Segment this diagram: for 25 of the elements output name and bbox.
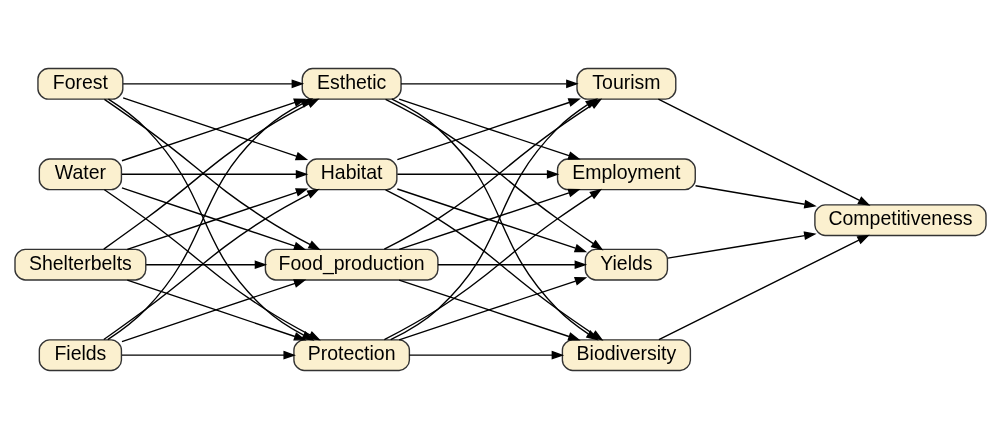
arrow bbox=[667, 231, 817, 259]
arrow bbox=[657, 98, 871, 206]
node-box: Competitiveness bbox=[814, 204, 987, 237]
arrow bbox=[121, 169, 309, 179]
arrow bbox=[121, 350, 296, 360]
node-box: Habitat bbox=[305, 158, 398, 191]
arrow bbox=[145, 260, 268, 270]
node-box: Employment bbox=[556, 158, 696, 191]
node-box: Food_production bbox=[264, 248, 439, 281]
node-box: Protection bbox=[293, 339, 411, 372]
node-box: Biodiversity bbox=[561, 339, 692, 372]
arrow bbox=[658, 234, 870, 341]
arrow bbox=[400, 79, 579, 89]
arrow bbox=[694, 185, 817, 209]
node-box: Tourism bbox=[576, 67, 677, 100]
arrow bbox=[437, 260, 588, 270]
node-box: Fields bbox=[38, 339, 123, 372]
arrow bbox=[122, 79, 305, 89]
arrow bbox=[396, 169, 560, 179]
node-box: Esthetic bbox=[301, 67, 402, 100]
node-box: Water bbox=[38, 158, 123, 191]
node-box: Forest bbox=[37, 67, 124, 100]
node-box: Shelterbelts bbox=[14, 248, 147, 281]
node-box: Yields bbox=[584, 248, 669, 281]
arrow bbox=[408, 350, 565, 360]
